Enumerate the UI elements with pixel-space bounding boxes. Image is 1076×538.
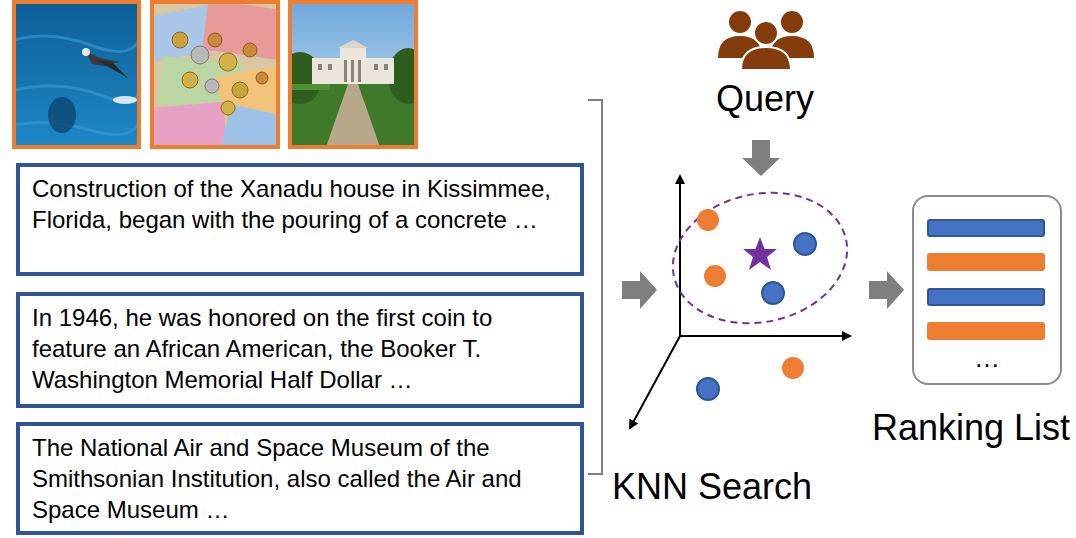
ranking-item-bar	[927, 219, 1045, 237]
method-label: KNN Search	[612, 466, 812, 508]
passage-text: In 1946, he was honored on the first coi…	[32, 302, 568, 395]
image-frame	[290, 2, 416, 147]
passage-text: Construction of the Xanadu house in Kiss…	[32, 173, 568, 235]
bird-photo	[14, 2, 139, 147]
image-frame	[152, 2, 278, 147]
ranking-list-label: Ranking List	[872, 407, 1070, 449]
people-icon	[718, 11, 814, 70]
money-photo	[152, 2, 278, 147]
text-passage-box: The National Air and Space Museum of the…	[16, 422, 584, 535]
ranking-item-bar	[927, 288, 1045, 306]
ranking-item-bar	[927, 322, 1045, 340]
passage-text: The National Air and Space Museum of the…	[32, 432, 568, 525]
bracket	[588, 100, 602, 474]
data-points	[697, 209, 816, 400]
query-star	[743, 237, 777, 270]
block-arrow	[622, 271, 657, 309]
query-label: Query	[716, 78, 814, 120]
knn-region	[661, 177, 860, 339]
text-passage-box: In 1946, he was honored on the first coi…	[16, 292, 584, 408]
text-passage-box: Construction of the Xanadu house in Kiss…	[16, 163, 584, 276]
block-arrow	[742, 140, 780, 176]
ranking-item-bar	[927, 253, 1045, 271]
ranking-list: … Ranking List	[850, 195, 1076, 455]
block-arrow	[869, 271, 904, 309]
building-photo	[290, 2, 416, 147]
ellipsis-text: …	[912, 343, 1062, 374]
image-frame	[14, 2, 139, 147]
